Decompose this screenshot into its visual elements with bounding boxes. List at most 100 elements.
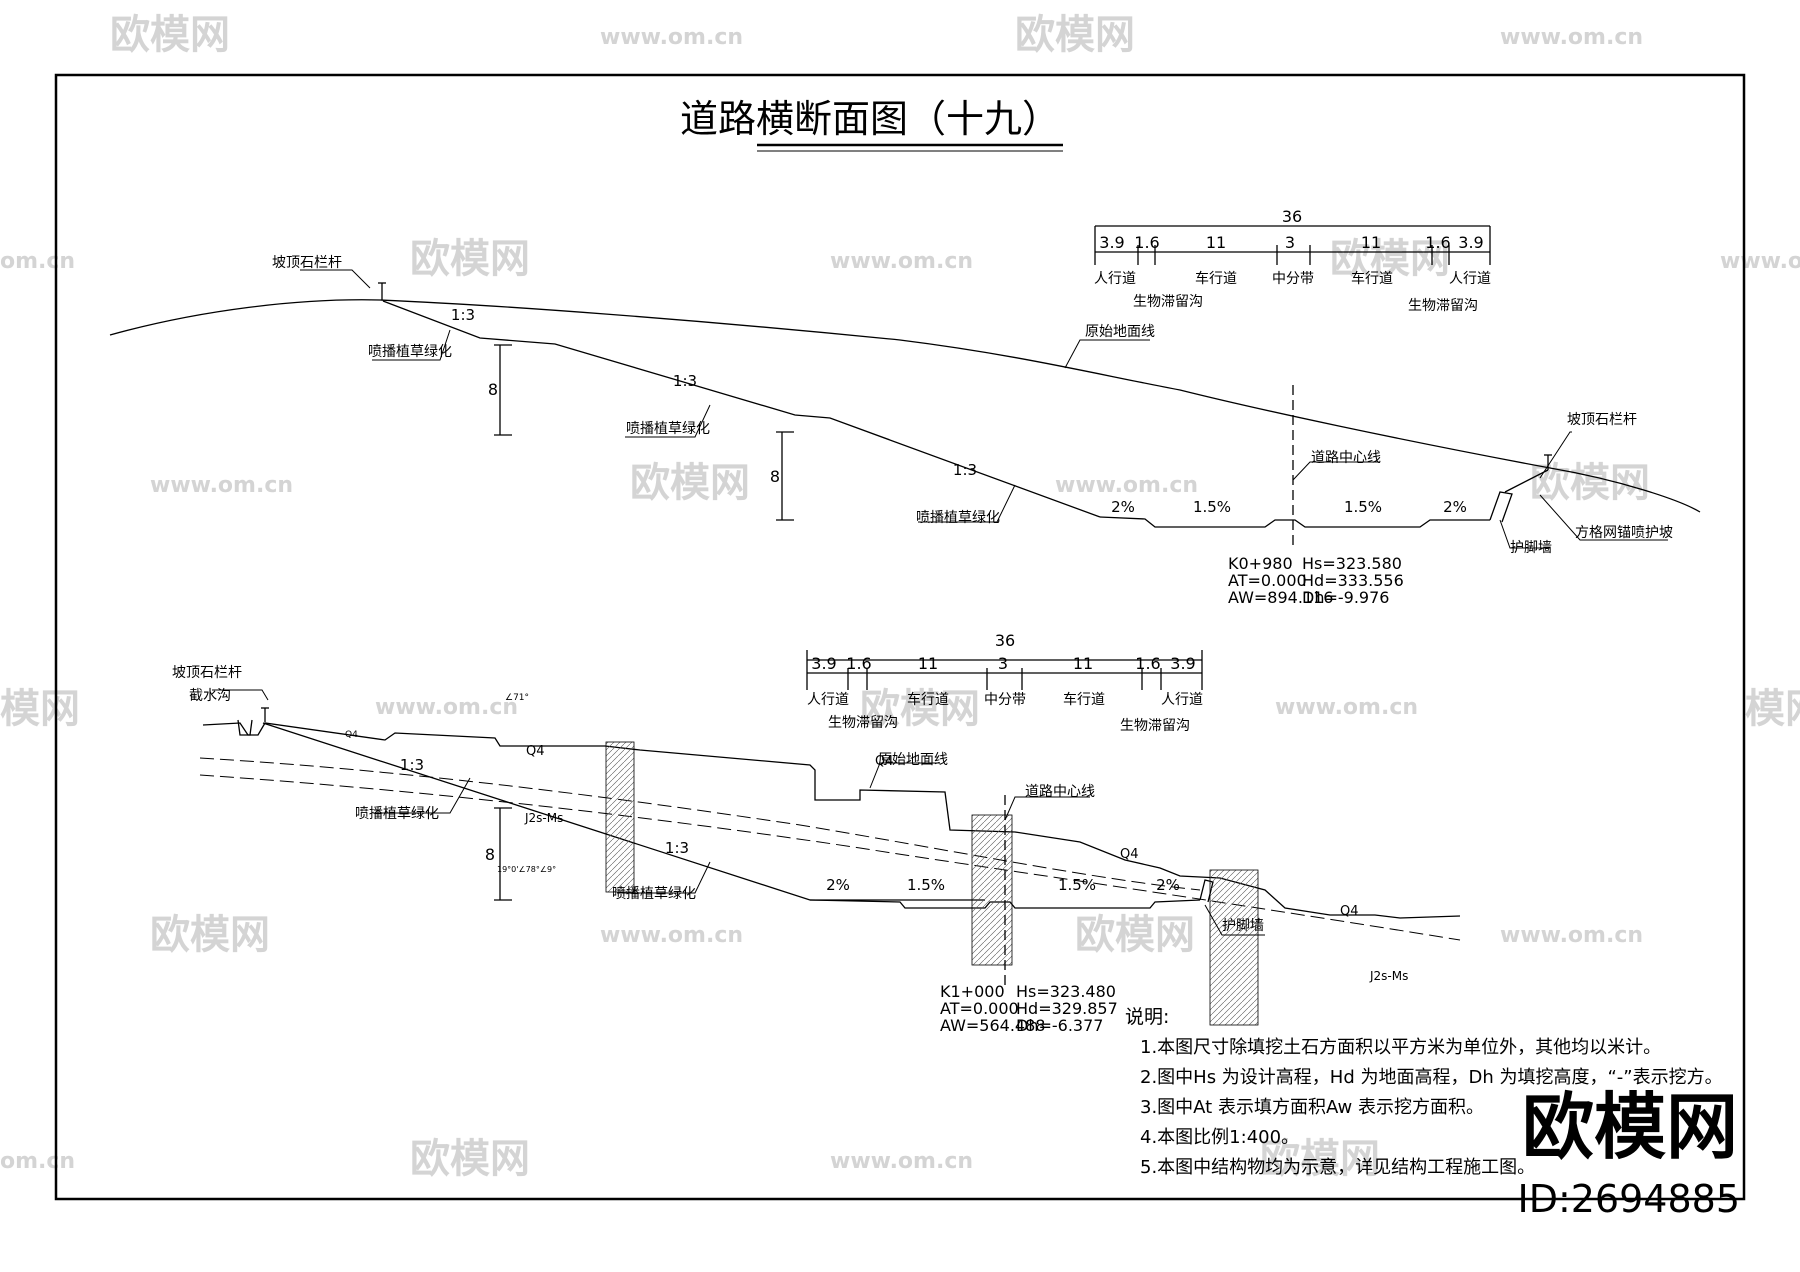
segment-width-label: 3.9 [1099,233,1124,252]
leader-line [1064,339,1150,369]
drawing-frame [54,73,1746,1201]
leader-line [1539,431,1572,479]
watermark-url: www.om.cn [1500,25,1643,50]
bench-height-dim-2 [776,431,794,521]
segment-width-label: 1.6 [1135,654,1160,673]
section1-text: 36 3.9 1.6 11 3 11 1.6 3.9 人行道 生物滞留沟 车行道… [272,207,1673,607]
lane-label-carriageway: 车行道 [1063,691,1105,708]
lane-label-bioswale: 生物滞留沟 [1120,718,1190,734]
lane-label-carriageway: 车行道 [1351,270,1393,287]
total-width-label: 36 [995,631,1015,650]
note-item: 3.图中At 表示填方面积Aw 表示挖方面积。 [1140,1097,1484,1118]
borehole-column [1209,869,1259,1026]
road-surface-profile [1099,516,1490,528]
segment-width-label: 11 [1206,233,1226,252]
cross-slope-label: 2% [1156,876,1180,894]
watermark-brand: 欧模网 [110,12,230,58]
geology-label: Q4 [345,730,358,740]
cross-slope-label: 2% [826,876,850,894]
segment-width-label: 1.6 [1425,233,1450,252]
grass-label: 喷播植草绿化 [612,886,696,902]
slope-ratio-label: 1:3 [665,839,689,857]
segment-width-label: 3 [998,654,1008,673]
brand-block: 欧模网 ID:2694885 [1517,1085,1740,1221]
watermark-url: www.om.cn [150,473,293,498]
original-ground-line [202,722,1461,919]
borehole-column [605,741,635,893]
leader-line [617,861,711,894]
watermark-url: www.om.cn [1500,923,1643,948]
geology-label: J2s-Ms [524,811,563,825]
note-item: 1.本图尺寸除填挖土石方面积以平方米为单位外，其他均以米计。 [1140,1037,1661,1058]
geology-label: Q4 [875,754,894,769]
segment-width-label: 11 [1073,654,1093,673]
watermark-url: www.om.cn [1055,473,1198,498]
segment-width-label: 11 [1361,233,1381,252]
watermark-url: www.om.cn [1275,695,1418,720]
segment-width-label: 1.6 [846,654,871,673]
fill-cut-height: Dh=-9.976 [1302,588,1389,607]
slope-ratio-label: 1:3 [400,756,424,774]
leader-line [1539,494,1668,541]
lane-label-sidewalk: 人行道 [807,692,849,708]
railing-left-icon [378,282,386,300]
geologic-boundary [199,774,1461,941]
dim-ticks [1094,226,1491,265]
dip-label: 19°0'∠78°∠9° [497,865,556,874]
segment-width-label: 3.9 [1458,233,1483,252]
segment-width-label: 11 [918,654,938,673]
watermark-url: www.om.cn [375,695,518,720]
slope-ratio-label: 1:3 [673,372,697,390]
watermark-brand: 欧模网 [1330,236,1450,282]
geology-label: Q4 [1340,904,1359,919]
borehole-column [971,814,1013,966]
cut-slope-right [1504,469,1549,493]
geology-label: J2s-Ms [1369,969,1408,983]
cross-slope-label: 1.5% [1193,498,1231,516]
leader-line [212,689,269,701]
ground-line-label: 原始地面线 [878,752,948,768]
leader-line [1292,461,1380,481]
slope-ratio-label: 1:3 [451,306,475,324]
lane-label-sidewalk: 人行道 [1161,692,1203,708]
bench-height-dim [494,807,512,901]
lane-label-bioswale: 生物滞留沟 [1408,298,1478,314]
watermark-url: www.om.cn [600,25,743,50]
notes-block: 说明: 1.本图尺寸除填挖土石方面积以平方米为单位外，其他均以米计。 2.图中H… [1125,1006,1723,1178]
railing-right-icon [1544,454,1552,470]
watermark-brand: 欧模网 [150,912,270,958]
design-cut-slope-left [382,300,1101,518]
bench-height-label: 8 [488,380,498,399]
note-item: 2.图中Hs 为设计高程，Hd 为地面高程，Dh 为填挖高度，“-”表示挖方。 [1140,1067,1723,1088]
watermark-brand: 模网 [1745,686,1800,732]
watermark-url: om.cn [0,1149,75,1174]
watermark-brand: 欧模网 [1075,912,1195,958]
lane-label-sidewalk: 人行道 [1449,271,1491,287]
cross-slope-label: 1.5% [907,876,945,894]
ground-line-label: 原始地面线 [1085,324,1155,340]
watermark-brand: 欧模网 [410,236,530,282]
segment-width-label: 3.9 [1170,654,1195,673]
watermark-url: www.om.cn [830,249,973,274]
cut-area: AW=564.488 [940,1016,1045,1035]
ground-elevation: Hd=333.556 [1302,571,1404,590]
watermark-url: om.cn [0,249,75,274]
railing-label: 坡顶石栏杆 [172,665,242,681]
ditch-label: 截水沟 [189,688,231,704]
cross-slope-label: 1.5% [1058,876,1096,894]
fill-area: AT=0.000 [940,999,1019,1018]
segment-width-label: 3 [1285,233,1295,252]
watermark-url: www.om.cn [600,923,743,948]
geology-label: Q4 [1120,847,1139,862]
toe-wall-label: 护脚墙 [1510,540,1552,556]
railing-label: 坡顶石栏杆 [272,255,342,271]
lane-label-bioswale: 生物滞留沟 [828,715,898,731]
station-number: K0+980 [1228,554,1293,573]
design-elevation: Hs=323.580 [1302,554,1402,573]
slope-ratio-label: 1:3 [953,461,977,479]
watermark-brand: 欧模网 [1260,1136,1380,1182]
fill-area: AT=0.000 [1228,571,1307,590]
brand-name: 欧模网 [1522,1085,1738,1169]
dip-label: ∠71° [505,693,529,703]
centerline-label: 道路中心线 [1025,784,1095,800]
